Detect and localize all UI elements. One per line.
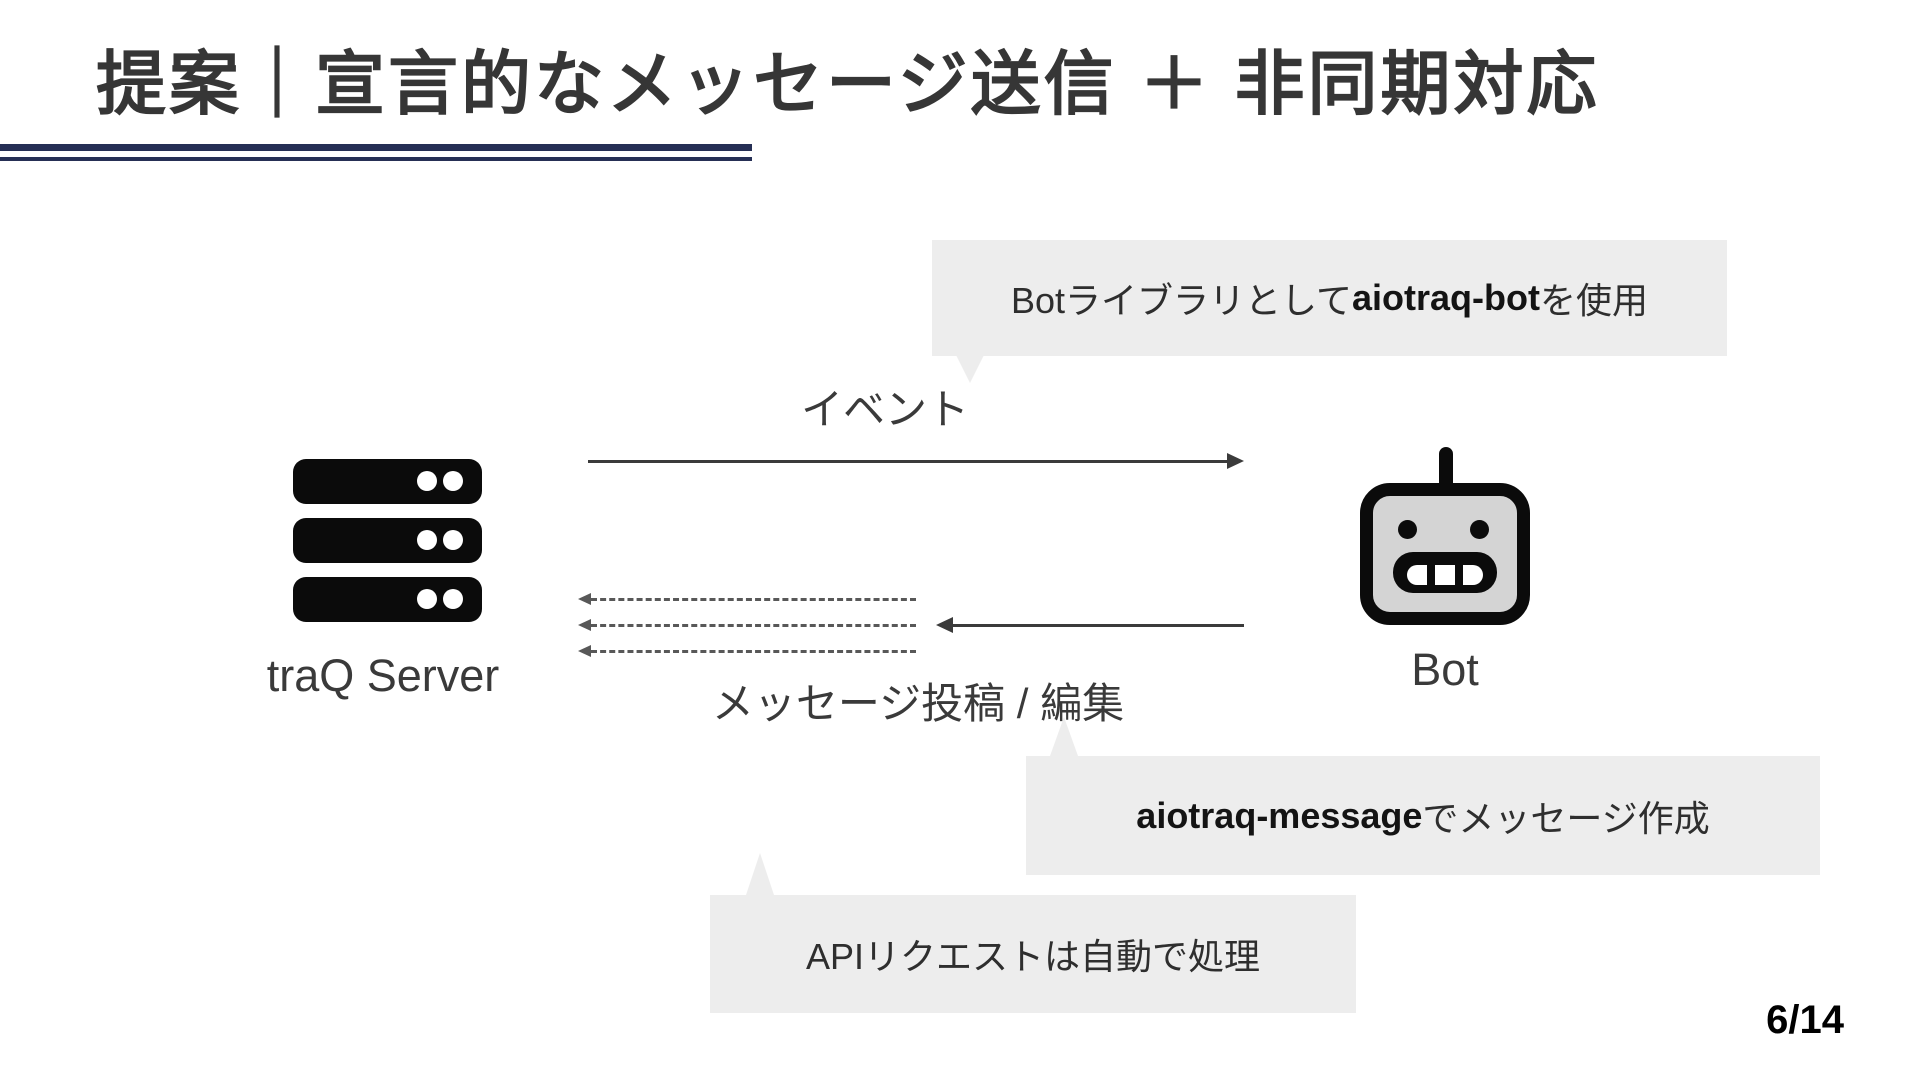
callout-api-auto: APIリクエストは自動で処理 (710, 895, 1356, 1013)
callout-message-create-highlight: aiotraq-message (1136, 794, 1423, 836)
robot-tooth-icon (1407, 565, 1427, 585)
title-underline-thick (0, 144, 752, 151)
dashed-return-arrow (578, 619, 916, 631)
robot-mouth-icon (1393, 552, 1497, 593)
slide-title: 提案｜宣言的なメッセージ送信 ＋ 非同期対応 (96, 45, 1600, 123)
server-node-label: traQ Server (266, 650, 500, 701)
robot-tooth-icon (1463, 565, 1483, 585)
callout-message-create-tail (1050, 717, 1078, 756)
robot-icon (1353, 447, 1537, 625)
event-arrow-head-icon (1227, 453, 1244, 469)
post-arrow-head-icon (936, 617, 953, 633)
callout-bot-library: Botライブラリとして aiotraq-bot を使用 (932, 240, 1727, 356)
robot-eye-icon (1470, 520, 1489, 539)
server-led-icon (443, 589, 463, 609)
server-icon (293, 459, 482, 504)
dashed-return-arrow (578, 593, 916, 605)
dashed-return-arrow (578, 645, 916, 657)
callout-bot-library-suffix: を使用 (1539, 280, 1648, 321)
title-underline-thin (0, 157, 752, 161)
server-icon (293, 577, 482, 622)
callout-bot-library-tail (956, 355, 984, 383)
callout-message-create-text: でメッセージ作成 (1422, 797, 1710, 839)
event-arrow (588, 460, 1230, 463)
callout-api-auto-tail (746, 853, 774, 895)
callout-bot-library-text: Botライブラリとして (1011, 280, 1352, 321)
callout-bot-library-highlight: aiotraq-bot (1351, 277, 1540, 318)
callout-api-auto-text: APIリクエストは自動で処理 (805, 936, 1261, 977)
event-flow-label: イベント (800, 386, 969, 433)
server-icon (293, 518, 482, 563)
robot-eye-icon (1398, 520, 1417, 539)
post-arrow (952, 624, 1244, 627)
bot-node-label: Bot (1411, 644, 1479, 695)
page-number: 6/14 (1766, 998, 1844, 1042)
callout-message-create: aiotraq-message でメッセージ作成 (1026, 756, 1820, 875)
robot-tooth-icon (1435, 565, 1455, 585)
server-led-icon (417, 530, 437, 550)
server-led-icon (443, 530, 463, 550)
server-led-icon (417, 589, 437, 609)
server-led-icon (417, 471, 437, 491)
post-flow-label: メッセージ投稿 / 編集 (711, 680, 1125, 727)
server-led-icon (443, 471, 463, 491)
